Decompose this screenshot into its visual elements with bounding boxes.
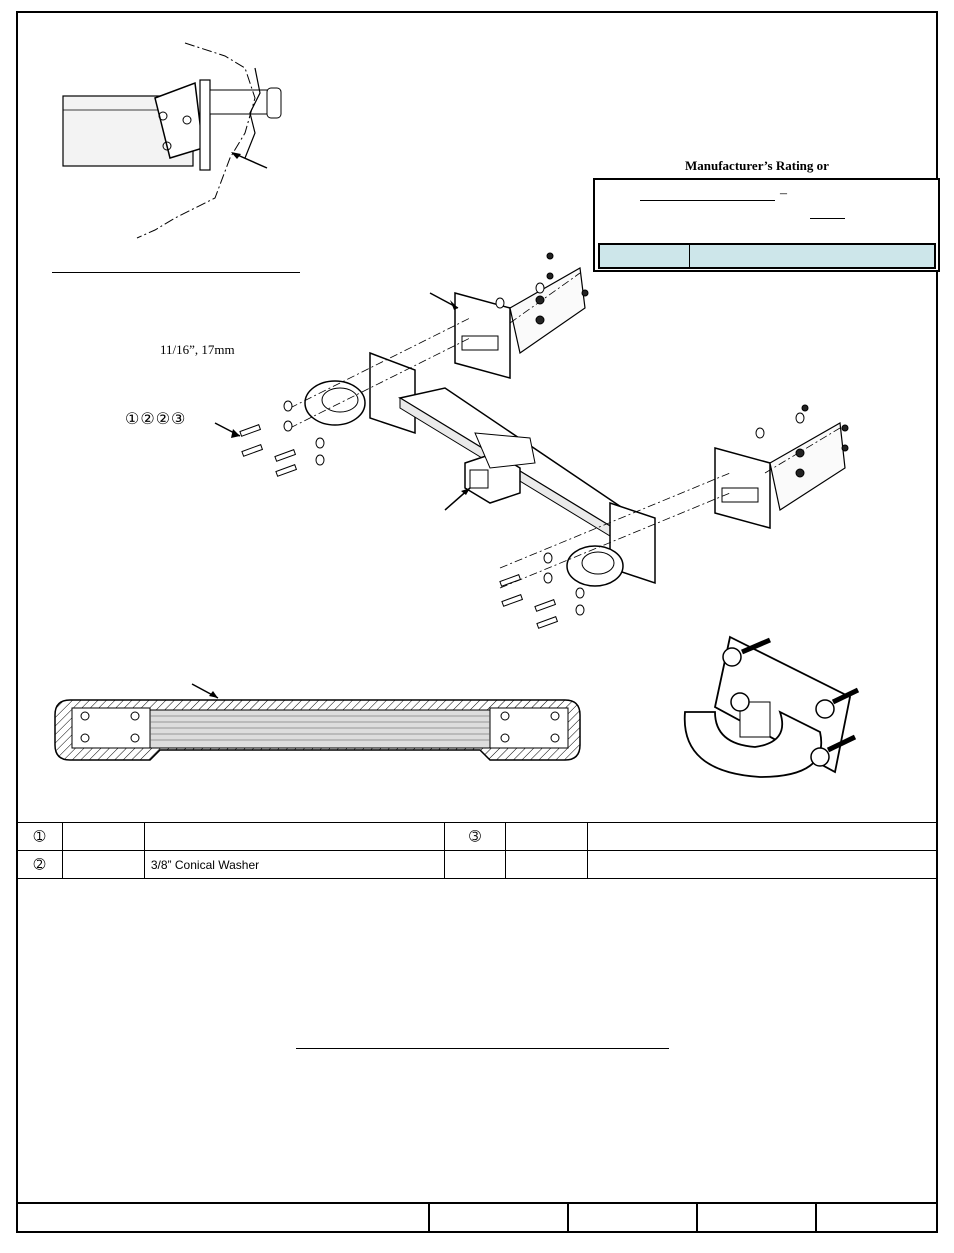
- part-description: [587, 822, 938, 851]
- rating-title: Manufacturer’s Rating or: [685, 158, 829, 173]
- frame-section-illustration: [54, 683, 581, 761]
- section-divider: [52, 272, 300, 273]
- part-qty: [505, 822, 589, 851]
- washer-icon: [283, 282, 805, 616]
- notes-underline: [296, 1048, 669, 1049]
- socket-size-label: 11/16”, 17mm: [160, 342, 235, 357]
- parts-table: ➀ ➂ ➁ 3/8” Conical Washer: [16, 822, 938, 879]
- footer-cell-divider: [815, 1204, 817, 1233]
- part-number: ➂: [443, 822, 507, 851]
- part-description: [587, 850, 938, 879]
- rating-underline: [640, 200, 775, 201]
- footer-bar: [16, 1202, 938, 1233]
- part-callout: ①②②③: [125, 411, 187, 428]
- part-qty: [505, 850, 589, 879]
- rating-underline-short: [810, 218, 845, 219]
- part-number: ➁: [16, 850, 63, 879]
- footer-cell-divider: [428, 1204, 430, 1233]
- part-qty: [61, 822, 145, 851]
- part-description: [143, 822, 445, 851]
- part-description: 3/8” Conical Washer: [143, 850, 445, 879]
- frame-detail-illustration: [62, 42, 282, 239]
- table-row: ➁ 3/8” Conical Washer: [16, 850, 938, 879]
- part-number: [443, 850, 507, 879]
- part-number: ➀: [16, 822, 63, 851]
- hitch-exploded-illustration: [214, 252, 849, 629]
- rating-dash: –: [780, 186, 787, 201]
- rating-shaded-row: [598, 243, 936, 269]
- rating-box: –: [593, 178, 940, 272]
- dring-bracket-illustration: [683, 635, 860, 778]
- page-frame: [16, 11, 938, 1233]
- part-qty: [61, 850, 145, 879]
- bolt-icon: [239, 424, 559, 629]
- table-row: ➀ ➂: [16, 822, 938, 851]
- footer-cell-divider: [567, 1204, 569, 1233]
- footer-cell-divider: [696, 1204, 698, 1233]
